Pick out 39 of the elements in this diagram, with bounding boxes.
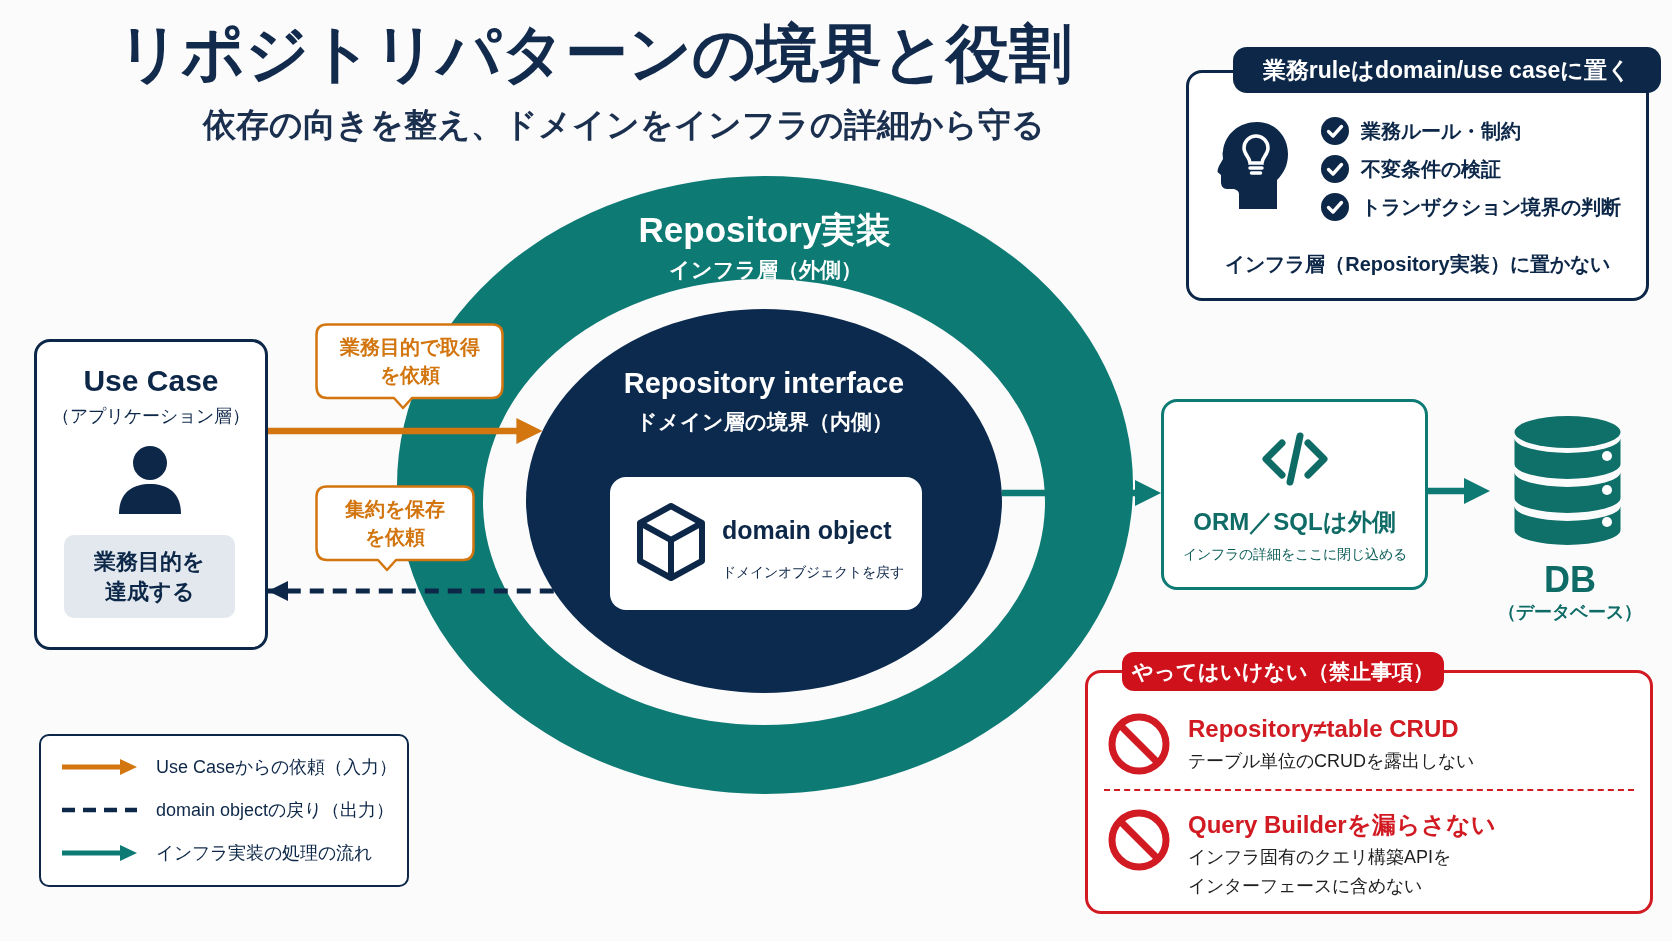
- header-tab: 業務ruleはdomain/use caseに置く: [1233, 47, 1661, 93]
- node-title: Repository interface: [623, 367, 905, 399]
- node-subtitle: ドメインオブジェクトを戻す: [722, 563, 904, 582]
- checklist-text: トランザクション境界の判断: [1361, 195, 1621, 220]
- note-text: インフラ層（Repository実装）に置かない: [1225, 252, 1610, 277]
- legend-label: インフラ実装の処理の流れ: [156, 842, 372, 865]
- legend-label: domain objectの戻り（出力）: [156, 799, 395, 822]
- node-title: DB: [1544, 560, 1596, 600]
- node-subtitle: （アプリケーション層）: [52, 405, 250, 428]
- legend-label: Use Caseからの依頼（入力）: [156, 756, 398, 779]
- node-subtitle: インフラの詳細をここに閉じ込める: [1182, 545, 1407, 564]
- edge-label: 業務目的で取得を依頼: [315, 323, 504, 410]
- node-title: ORM／SQLは外側: [1193, 508, 1396, 536]
- layer-card: [34, 339, 268, 650]
- goal-text: 業務目的を達成する: [93, 547, 206, 606]
- checklist-text: 不変条件の検証: [1361, 157, 1501, 182]
- arrow: [1428, 478, 1490, 504]
- checklist-text: 業務ルール・制約: [1361, 119, 1521, 144]
- arrow: [268, 418, 543, 444]
- warning-header: やってはいけない（禁止事項）: [1122, 652, 1444, 691]
- orm-card: [1161, 399, 1428, 590]
- diagram-title: リポジトリパターンの境界と役割: [117, 17, 1072, 90]
- diagram-subtitle: 依存の向きを整え、ドメインをインフラの詳細から守る: [203, 105, 1045, 145]
- warning-text: テーブル単位のCRUDを露出しない: [1188, 750, 1474, 773]
- node-subtitle: ドメイン層の境界（内側）: [635, 409, 893, 435]
- warning-text: インフラ固有のクエリ構築APIをインターフェースに含めない: [1188, 846, 1452, 898]
- warning-title: Repository≠table CRUD: [1188, 715, 1459, 743]
- node-title: Repository実装: [638, 211, 892, 249]
- node-subtitle: （データベース）: [1498, 601, 1642, 624]
- node-title: domain object: [722, 515, 893, 545]
- edge-label: 集約を保存を依頼: [315, 485, 475, 572]
- arrow: [1001, 480, 1161, 506]
- node-title: Use Case: [83, 364, 219, 398]
- dashed-arrow: [268, 581, 554, 601]
- warning-title: Query Builderを漏らさない: [1188, 811, 1496, 839]
- node-subtitle: インフラ層（外側）: [668, 257, 862, 283]
- goal-panel: [64, 535, 235, 618]
- object-card: [610, 477, 922, 610]
- inner-ellipse: [526, 309, 1002, 693]
